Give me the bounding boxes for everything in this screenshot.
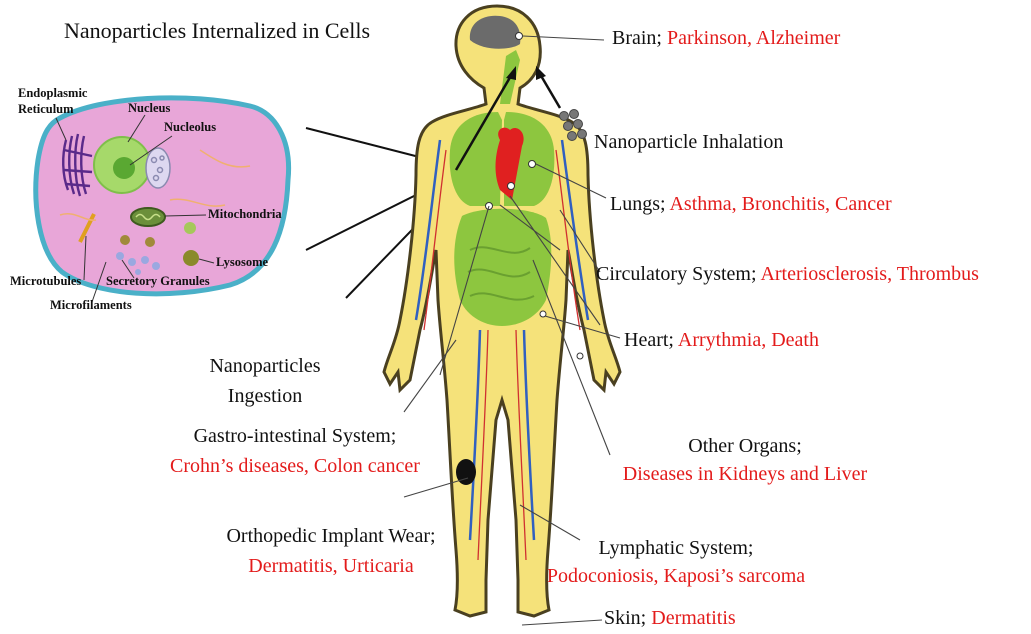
label-microfilaments: Microfilaments [50, 298, 132, 313]
organ-lymphatic-diseases: Podoconiosis, Kaposi’s sarcoma [516, 564, 836, 588]
organ-lymphatic-name: Lymphatic System; [516, 536, 836, 560]
organ-skin-name: Skin; [604, 607, 646, 629]
organ-heart: Heart; Arrythmia, Death [624, 328, 819, 352]
organ-gi: Gastro-intestinal System; Crohn’s diseas… [140, 424, 450, 478]
label-mitochondria: Mitochondria [208, 207, 282, 222]
organ-lungs-name: Lungs; [610, 193, 666, 215]
organ-other-diseases: Diseases in Kidneys and Liver [600, 462, 890, 486]
label-nucleolus: Nucleolus [164, 120, 216, 135]
route-ingestion: Nanoparticles Ingestion [190, 354, 340, 408]
organ-other: Other Organs; Diseases in Kidneys and Li… [600, 434, 890, 486]
organ-gi-diseases: Crohn’s diseases, Colon cancer [140, 454, 450, 478]
organ-skin: Skin; Dermatitis [604, 606, 736, 630]
organ-heart-diseases: Arrythmia, Death [678, 329, 819, 351]
label-nucleus: Nucleus [128, 101, 170, 116]
label-er-1: Endoplasmic [18, 86, 87, 101]
organ-brain-name: Brain; [612, 27, 662, 49]
organ-skin-diseases: Dermatitis [651, 607, 735, 629]
organ-other-name: Other Organs; [600, 434, 890, 458]
organ-brain: Brain; Parkinson, Alzheimer [612, 26, 840, 50]
label-microtubules: Microtubules [10, 274, 81, 289]
digestive-system-icon [454, 209, 551, 326]
label-er-2: Reticulum [18, 102, 74, 117]
cell-title: Nanoparticles Internalized in Cells [64, 18, 370, 44]
organ-gi-name: Gastro-intestinal System; [140, 424, 450, 448]
lysosome-icon [183, 250, 199, 266]
organ-ortho-name: Orthopedic Implant Wear; [196, 524, 466, 548]
inhalation-arrow [536, 66, 560, 108]
organ-circulatory-name: Circulatory System; [596, 263, 757, 285]
organ-heart-name: Heart; [624, 329, 674, 351]
organ-circulatory: Circulatory System; Arteriosclerosis, Th… [596, 262, 979, 286]
label-lysosome: Lysosome [216, 255, 268, 270]
label-secretory-granules: Secretory Granules [106, 274, 210, 289]
organ-ortho: Orthopedic Implant Wear; Dermatitis, Urt… [196, 524, 466, 578]
organ-lungs-diseases: Asthma, Bronchitis, Cancer [669, 193, 891, 215]
cell-illustration [36, 98, 470, 302]
route-inhalation: Nanoparticle Inhalation [594, 130, 783, 154]
route-ingestion-line2: Ingestion [190, 384, 340, 408]
organ-lymphatic: Lymphatic System; Podoconiosis, Kaposi’s… [516, 536, 836, 588]
organ-circulatory-diseases: Arteriosclerosis, Thrombus [760, 263, 979, 285]
organ-ortho-diseases: Dermatitis, Urticaria [196, 554, 466, 578]
vesicle-cluster-icon [146, 148, 170, 188]
organ-brain-diseases: Parkinson, Alzheimer [667, 27, 840, 49]
organ-lungs: Lungs; Asthma, Bronchitis, Cancer [610, 192, 892, 216]
nucleolus-icon [113, 157, 135, 179]
route-ingestion-line1: Nanoparticles [190, 354, 340, 378]
